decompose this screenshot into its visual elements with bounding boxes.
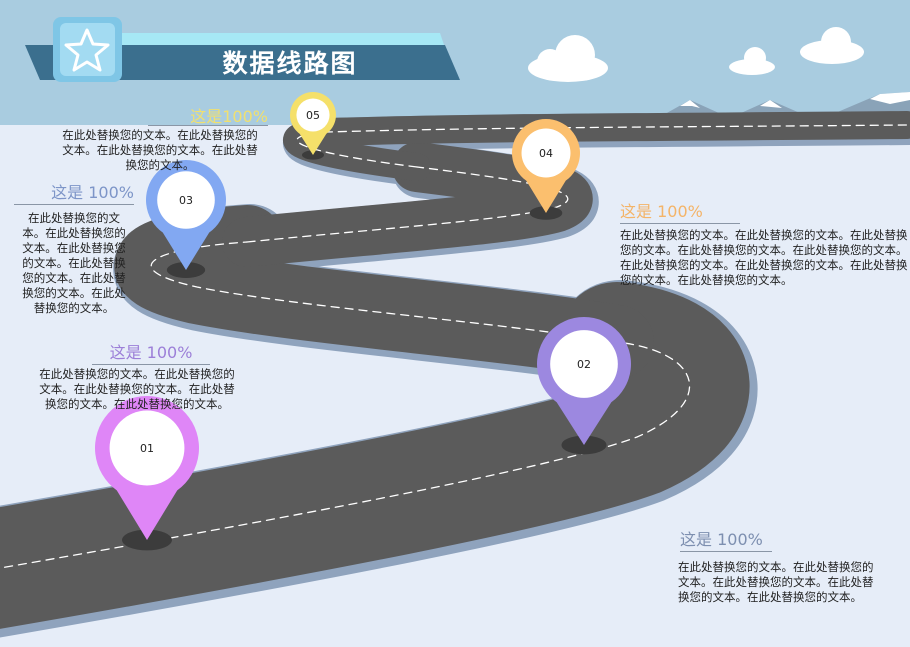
map-pin-icon xyxy=(511,119,580,220)
clouds xyxy=(528,27,864,82)
pin-number: 01 xyxy=(140,442,154,455)
page-title: 数据线路图 xyxy=(222,49,358,78)
milestone-text: 在此处替换您的文本。在此处替换您的文本。在此处替换您的文本。在此处替换您的文本。… xyxy=(620,228,908,287)
map-pin-icon xyxy=(290,91,336,160)
milestone-heading: 这是 100% xyxy=(620,198,740,224)
pin-center xyxy=(109,410,185,486)
milestone-heading: 这是100% xyxy=(190,107,268,126)
milestone-heading: 这是 100% xyxy=(680,526,772,552)
pin-center xyxy=(296,98,330,132)
map-pin-icon xyxy=(537,316,631,455)
milestone-text: 在此处替换您的文本。在此处替换您的文本。在此处替换您的文本。在此处替换您的文本。… xyxy=(678,560,874,604)
milestone-text: 在此处替换您的文本。在此处替换您的文本。在此处替换您的文本。在此处替换您的文本。 xyxy=(62,128,258,172)
map-pin-icon xyxy=(146,160,226,278)
pin-center xyxy=(550,330,618,398)
pin-number: 03 xyxy=(179,194,193,207)
map-pin-icon xyxy=(95,396,199,551)
pin-center xyxy=(157,171,215,229)
milestone-heading: 这是 100% xyxy=(14,179,134,205)
star-icon xyxy=(64,28,110,72)
pin-center xyxy=(521,128,571,178)
pin-number: 02 xyxy=(577,358,591,371)
milestone-text: 在此处替换您的文本。在此处替换您的文本。在此处替换您的文本。在此处替换您的文本。… xyxy=(22,211,126,315)
milestone-heading: 这是 100% xyxy=(92,339,210,365)
pin-number: 05 xyxy=(306,109,320,122)
pin-number: 04 xyxy=(539,147,553,160)
milestone-text: 在此处替换您的文本。在此处替换您的文本。在此处替换您的文本。在此处替换您的文本。… xyxy=(39,367,235,411)
banner xyxy=(25,17,460,82)
